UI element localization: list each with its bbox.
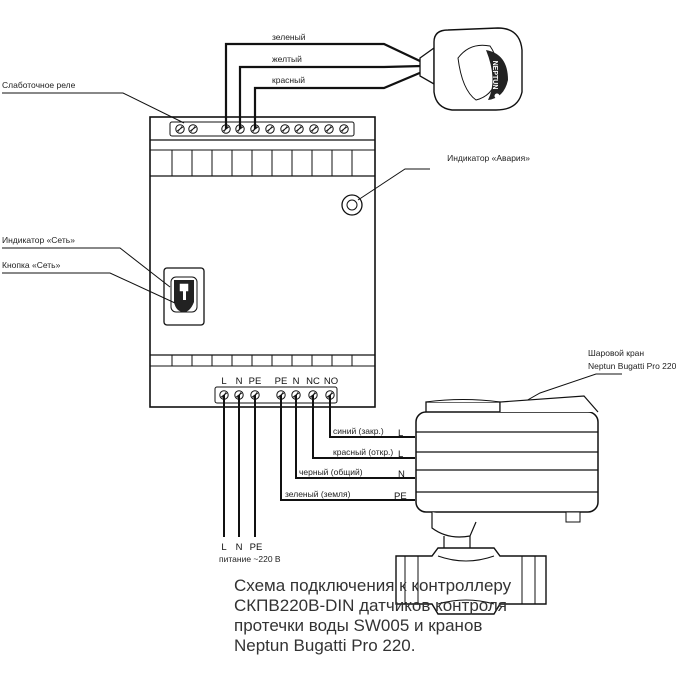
diagram-caption: Схема подключения к контроллеру СКПВ220В…	[234, 576, 674, 656]
sensor-wire-label: зеленый	[272, 32, 306, 42]
power-button	[163, 267, 205, 326]
alarm-indicator	[341, 194, 363, 216]
caption-line: Схема подключения к контроллеру	[234, 576, 512, 595]
controller-body	[149, 116, 376, 408]
valve-label-line2: Neptun Bugatti Pro 220	[588, 361, 677, 371]
relay-label: Слаботочное реле	[2, 80, 76, 90]
caption-line: Neptun Bugatti Pro 220.	[234, 636, 416, 655]
supply-terminal-label: PE	[250, 542, 263, 553]
sensor-wire-label: красный	[272, 75, 305, 85]
sensor-wires	[224, 42, 423, 129]
valve-wire-label: зеленый (земля)	[285, 489, 351, 499]
valve-label-line1: Шаровой кран	[588, 348, 644, 358]
terminal-label: PE	[249, 376, 262, 387]
terminal-label: NC	[306, 376, 320, 387]
terminal-label: N	[293, 376, 300, 387]
valve-wire-pin: L	[398, 449, 403, 460]
terminal-label: PE	[275, 376, 288, 387]
supply-terminal-label: L	[221, 542, 226, 553]
leak-sensor: NEPTUN	[419, 27, 523, 111]
valve-wires	[280, 395, 415, 501]
valve-wire-label: красный (откр.)	[333, 447, 393, 457]
ball-valve	[395, 395, 599, 615]
valve-wire-label: черный (общий)	[299, 467, 363, 477]
valve-wire-pin: N	[398, 469, 405, 480]
terminal-label: N	[236, 376, 243, 387]
alarm-indicator-label: Индикатор «Авария»	[447, 153, 530, 163]
sensor-brand-logo: NEPTUN	[491, 61, 498, 90]
terminal-label: L	[221, 376, 226, 387]
valve-wire-label: синий (закр.)	[333, 426, 384, 436]
caption-line: протечки воды SW005 и кранов	[234, 616, 483, 635]
supply-label: питание ~220 В	[219, 554, 281, 564]
supply-wires	[223, 395, 256, 537]
power-button-label: Кнопка «Сеть»	[2, 260, 61, 270]
supply-terminal-label: N	[236, 542, 243, 553]
valve-wire-pin: L	[398, 428, 403, 439]
sensor-wire-label: желтый	[272, 54, 302, 64]
terminal-labels: L N PE PE N NC NO	[221, 376, 338, 387]
terminal-label: NO	[324, 376, 338, 387]
valve-wire-pin: PE	[394, 491, 407, 502]
power-indicator-label: Индикатор «Сеть»	[2, 235, 75, 245]
caption-line: СКПВ220В-DIN датчиков контроля	[234, 596, 507, 615]
